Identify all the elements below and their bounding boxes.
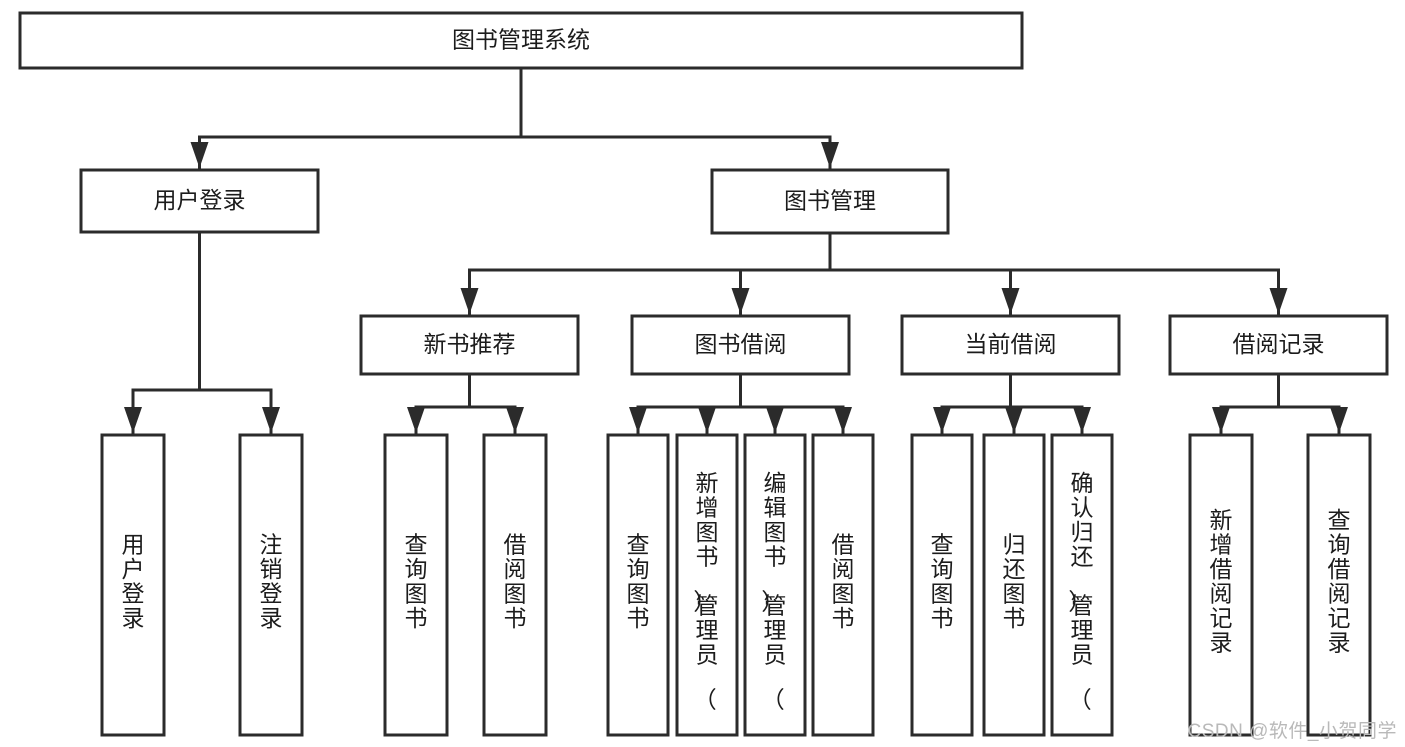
node-label: 查询图书 [405,531,428,631]
node-leaf[interactable]: 注销登录 [238,433,304,737]
node-box[interactable] [79,168,320,234]
node-box[interactable] [18,11,1024,70]
node-root[interactable]: 图书管理系统 [18,11,1024,70]
node-label: 归还图书 [1003,531,1026,631]
node-box[interactable] [383,433,449,737]
node-leaf[interactable]: 编辑图书（管理员） [743,433,807,737]
arrow-head-icon [460,288,479,314]
arrow-head-icon [1330,407,1348,433]
node-level2[interactable]: 图书管理 [710,168,950,235]
node-box[interactable] [1168,314,1389,376]
node-label: 编辑图书（管理员） [759,470,787,711]
node-label: 借阅记录 [1233,331,1325,357]
arrow-head-icon [834,407,852,433]
node-label: 新书推荐 [424,331,516,357]
node-label: 新增借阅记录 [1210,507,1233,656]
node-box[interactable] [910,433,974,737]
node-box[interactable] [359,314,580,376]
node-box[interactable] [1306,433,1372,737]
node-box[interactable] [811,433,875,737]
arrow-head-icon [766,407,784,433]
arrow-head-icon [1005,407,1023,433]
arrow-head-icon [1212,407,1230,433]
arrow-head-icon [698,407,716,433]
arrow-head-icon [933,407,951,433]
node-label: 查询借阅记录 [1328,507,1351,656]
node-label: 用户登录 [154,187,246,213]
node-label: 注销登录 [260,531,283,631]
node-label: 查询图书 [931,531,954,631]
node-box[interactable] [1050,433,1114,737]
node-label: 确认归还（管理员） [1066,470,1094,711]
node-leaf[interactable]: 查询图书 [606,433,670,737]
node-leaf[interactable]: 查询图书 [910,433,974,737]
connectors-layer [124,66,1348,435]
arrow-head-icon [629,407,647,433]
node-box[interactable] [100,433,166,737]
node-box[interactable] [710,168,950,235]
node-label: 图书管理 [784,188,876,214]
node-label: 图书借阅 [695,331,787,357]
node-leaf[interactable]: 借阅图书 [482,433,548,737]
node-label: 当前借阅 [965,331,1057,357]
node-leaf[interactable]: 确认归还（管理员） [1050,433,1114,737]
arrow-head-icon [1073,407,1091,433]
node-leaf[interactable]: 新增图书（管理员） [675,433,739,737]
node-leaf[interactable]: 借阅图书 [811,433,875,737]
watermark-text: CSDN @软件_小贺同学 [1187,721,1397,742]
node-leaf[interactable]: 新增借阅记录 [1188,433,1254,737]
node-leaf[interactable]: 归还图书 [982,433,1046,737]
node-label: 借阅图书 [504,531,527,631]
arrow-head-icon [506,407,524,433]
node-box[interactable] [675,433,739,737]
node-box[interactable] [606,433,670,737]
node-box[interactable] [900,314,1121,376]
node-level3[interactable]: 新书推荐 [359,314,580,376]
arrow-head-icon [124,407,142,433]
arrow-head-icon [1269,288,1288,314]
node-level2[interactable]: 用户登录 [79,168,320,234]
nodes-layer: 图书管理系统用户登录图书管理新书推荐图书借阅当前借阅借阅记录用户登录注销登录查询… [18,11,1389,737]
arrow-head-icon [1001,288,1020,314]
arrow-head-icon [731,288,750,314]
node-box[interactable] [630,314,851,376]
node-leaf[interactable]: 查询图书 [383,433,449,737]
node-leaf[interactable]: 查询借阅记录 [1306,433,1372,737]
arrow-head-icon [190,142,209,168]
arrow-head-icon [407,407,425,433]
node-label: 图书管理系统 [452,27,590,53]
node-box[interactable] [982,433,1046,737]
arrow-head-icon [821,142,839,168]
node-label: 新增图书（管理员） [691,470,719,711]
node-box[interactable] [482,433,548,737]
node-level3[interactable]: 图书借阅 [630,314,851,376]
node-box[interactable] [1188,433,1254,737]
arrow-head-icon [262,407,280,433]
node-label: 借阅图书 [832,531,855,631]
node-leaf[interactable]: 用户登录 [100,433,166,737]
node-label: 查询图书 [627,531,650,631]
node-label: 用户登录 [122,531,145,631]
node-box[interactable] [238,433,304,737]
node-level3[interactable]: 当前借阅 [900,314,1121,376]
node-level3[interactable]: 借阅记录 [1168,314,1389,376]
node-box[interactable] [743,433,807,737]
